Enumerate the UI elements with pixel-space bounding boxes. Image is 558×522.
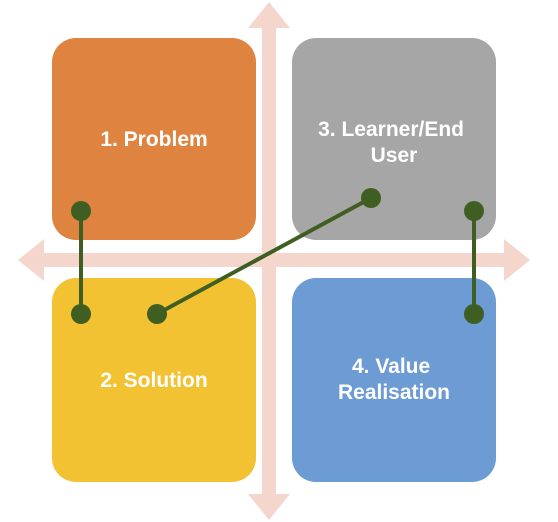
quadrant-solution-label-line-1: 2. Solution bbox=[100, 369, 207, 392]
quadrant-value-box bbox=[292, 278, 496, 482]
connector-dot-value bbox=[464, 304, 484, 324]
quadrant-solution: 2. Solution bbox=[52, 278, 256, 482]
connector-solution-to-learner bbox=[155, 196, 373, 316]
quadrant-learner-box bbox=[292, 38, 496, 240]
horizontal-axis-arrowhead-right bbox=[504, 239, 530, 281]
vertical-axis-arrowhead-top bbox=[248, 2, 290, 28]
connector-dot-learner-right bbox=[464, 201, 484, 221]
quadrant-value-label: 4. Value Realisation bbox=[338, 355, 450, 404]
horizontal-axis-shaft bbox=[40, 253, 518, 267]
quadrant-learner-label-line-2: User bbox=[371, 144, 418, 167]
quadrant-learner-label-line-1: 3. Learner/End bbox=[318, 118, 464, 141]
connector-dot-learner-left bbox=[361, 188, 381, 208]
axes bbox=[18, 2, 530, 520]
quadrant-solution-box bbox=[52, 278, 256, 482]
connector-dot-solution-right bbox=[147, 304, 167, 324]
quadrant-learner: 3. Learner/End User bbox=[292, 38, 496, 240]
quadrant-problem: 1. Problem bbox=[52, 38, 256, 240]
quadrant-problem-label-line-1: 1. Problem bbox=[100, 128, 207, 151]
quadrant-value-label-line-1: 4. Value bbox=[352, 355, 430, 378]
vertical-axis-arrowhead-bottom bbox=[248, 494, 290, 520]
quadrant-problem-box bbox=[52, 38, 256, 240]
quadrant-value-label-line-2: Realisation bbox=[338, 381, 450, 404]
horizontal-axis-arrowhead-left bbox=[18, 239, 44, 281]
quadrant-value: 4. Value Realisation bbox=[292, 278, 496, 482]
quadrant-problem-label: 1. Problem bbox=[100, 128, 207, 151]
connectors bbox=[71, 188, 484, 324]
quadrant-learner-label: 3. Learner/End User bbox=[318, 118, 470, 167]
connector-dot-problem bbox=[71, 201, 91, 221]
connector-dot-solution-left bbox=[71, 304, 91, 324]
quadrant-solution-label: 2. Solution bbox=[100, 369, 207, 392]
